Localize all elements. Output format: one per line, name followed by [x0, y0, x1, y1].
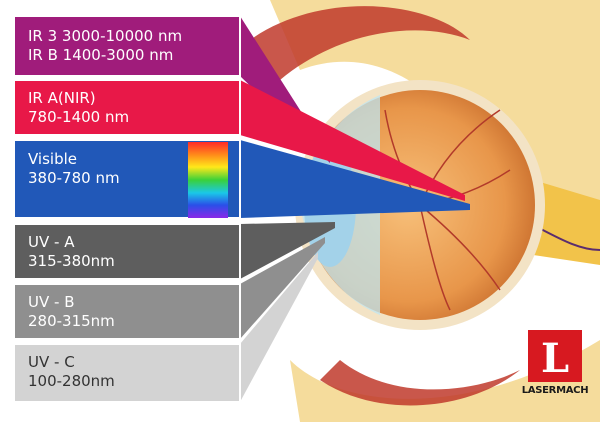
band-uv-b-line1: UV - B [28, 293, 75, 311]
band-uv-a-label: UV - A 315-380nm [28, 233, 115, 271]
band-uv-c-label: UV - C 100-280nm [28, 353, 115, 391]
logo-letter: L [541, 335, 569, 382]
wavelength-band-list [13, 15, 241, 403]
band-ir-bc-line1: IR 3 3000-10000 nm [28, 27, 183, 45]
beam-uv-a [240, 222, 335, 279]
beam-visible [240, 140, 470, 218]
visible-spectrum-strip [188, 142, 228, 218]
band-visible-line1: Visible [28, 150, 77, 168]
logo-wordmark: LASERMACH [521, 385, 589, 396]
band-uv-c-line2: 100-280nm [28, 372, 115, 390]
band-uv-b-line2: 280-315nm [28, 312, 115, 330]
radiation-beams [240, 16, 470, 402]
band-uv-b-label: UV - B 280-315nm [28, 293, 115, 331]
band-visible-label: Visible 380-780 nm [28, 150, 120, 188]
logo-mark-icon: L [528, 330, 582, 382]
band-uv-a-line2: 315-380nm [28, 252, 115, 270]
band-ir-a-line1: IR A(NIR) [28, 89, 96, 107]
lasermach-logo: L LASERMACH [520, 330, 590, 410]
band-ir-a-label: IR A(NIR) 780-1400 nm [28, 89, 129, 127]
band-uv-a-line1: UV - A [28, 233, 75, 251]
band-box-ir-a [13, 79, 241, 136]
band-box-uv-c [13, 343, 241, 403]
beam-uv-c [240, 252, 318, 402]
band-visible-line2: 380-780 nm [28, 169, 120, 187]
beam-ir-a [240, 80, 465, 201]
band-box-uv-a [13, 223, 241, 280]
band-ir-bc-line2: IR B 1400-3000 nm [28, 46, 174, 64]
beam-uv-b [240, 237, 325, 339]
band-uv-c-line1: UV - C [28, 353, 75, 371]
band-ir-a-line2: 780-1400 nm [28, 108, 130, 126]
band-box-ir-c [13, 15, 241, 77]
band-ir-bc-label: IR 3 3000-10000 nm IR B 1400-3000 nm [28, 27, 182, 65]
band-box-uv-b [13, 283, 241, 340]
